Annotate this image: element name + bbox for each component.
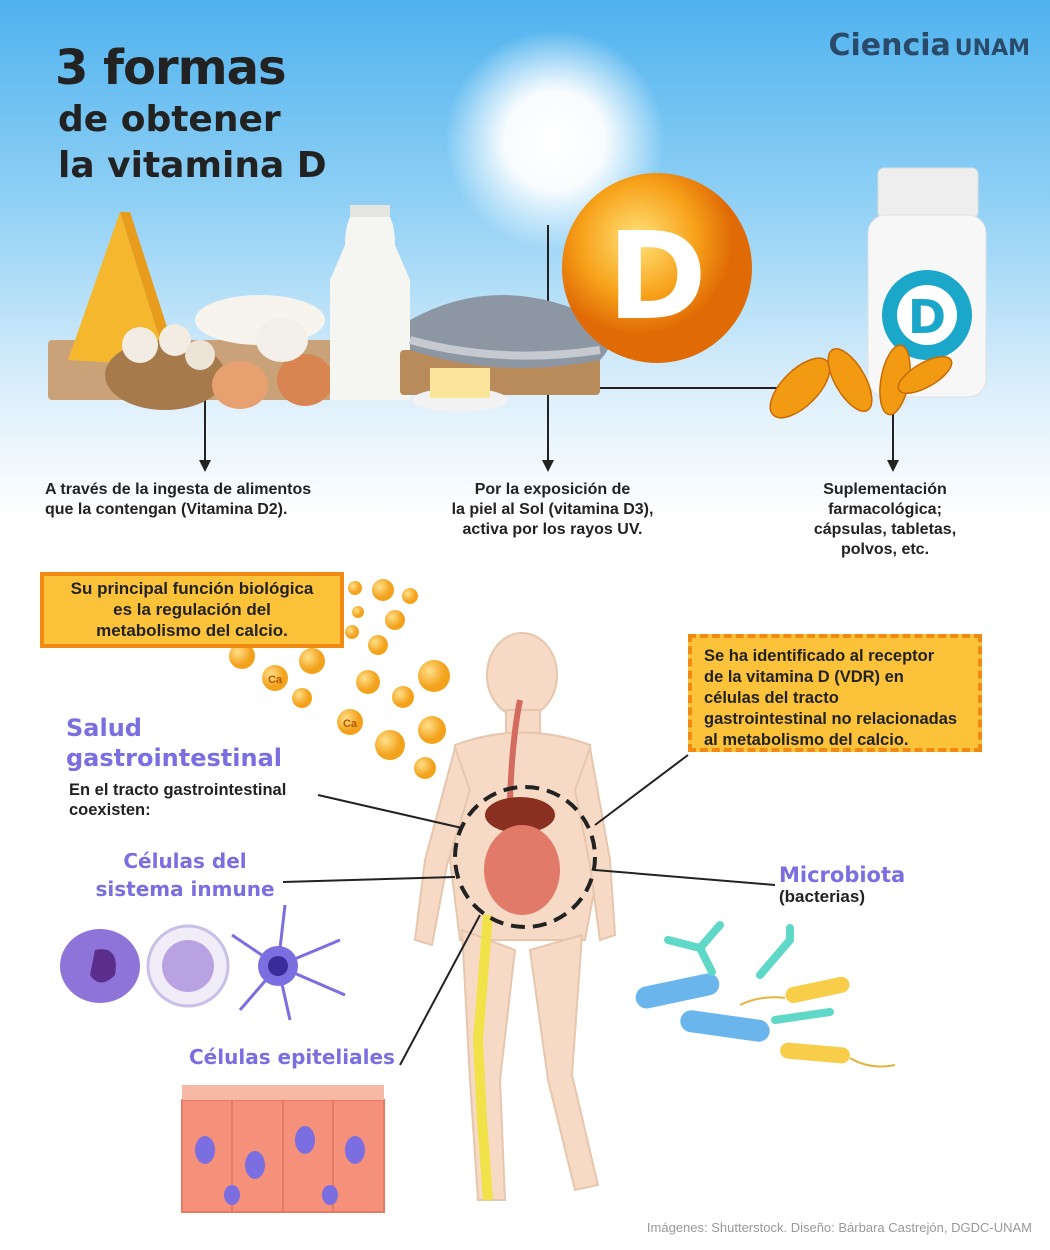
caption-line: farmacológica;: [828, 501, 942, 518]
calcium-label: Ca: [268, 674, 283, 686]
microbiota-title: Microbiota: [779, 863, 906, 887]
heading-line: Salud: [66, 714, 142, 742]
page-title: 3 formas de obtener la vitamina D: [55, 40, 327, 188]
caption-line: activa por los rayos UV.: [462, 521, 643, 538]
label-line: Células del: [123, 849, 247, 873]
callout-line: es la regulación del: [113, 600, 271, 619]
callout-line: células del tracto: [704, 689, 839, 707]
bacteria-illustration: [635, 921, 896, 1068]
title-line: 3 formas: [55, 40, 287, 96]
intestines-icon: [484, 825, 560, 915]
description-line: coexisten:: [69, 801, 151, 819]
sphere-letter: D: [607, 208, 707, 347]
gi-health-heading: Salud gastrointestinal: [66, 713, 282, 773]
epithelial-cells-illustration: [181, 1085, 385, 1213]
label-line: sistema inmune: [95, 877, 275, 901]
vitamin-d-sphere: [562, 173, 752, 363]
gi-health-description: En el tracto gastrointestinal coexisten:: [69, 780, 286, 820]
title-line: de obtener: [58, 99, 281, 140]
immune-cells-label: Células del sistema inmune: [90, 847, 280, 903]
callout-line: Se ha identificado al receptor: [704, 647, 935, 665]
logo-text: Ciencia: [828, 28, 951, 63]
caption-line: Por la exposición de: [474, 481, 631, 498]
callout-line: metabolismo del calcio.: [96, 621, 288, 640]
callout-line: Su principal función biológica: [70, 579, 314, 598]
caption-line: la piel al Sol (vitamina D3),: [451, 501, 654, 518]
heading-line: gastrointestinal: [66, 744, 283, 772]
source-supplement-caption: Suplementación farmacológica; cápsulas, …: [780, 480, 990, 560]
femur-bone-icon: [472, 914, 493, 1201]
callout-line: gastrointestinal no relacionadas: [704, 710, 958, 728]
caption-line: polvos, etc.: [840, 541, 930, 558]
microbiota-label: Microbiota (bacterias): [779, 863, 905, 907]
calcium-label: Ca: [343, 718, 358, 730]
source-sun-caption: Por la exposición de la piel al Sol (vit…: [400, 480, 705, 540]
logo-suffix: UNAM: [954, 36, 1030, 61]
epithelial-cells-label: Células epiteliales: [189, 1045, 395, 1069]
liver-icon: [485, 797, 555, 833]
function-callout: Su principal función biológica es la reg…: [40, 572, 344, 648]
callout-line: al metabolismo del calcio.: [704, 731, 909, 749]
caption-line: Suplementación: [823, 481, 947, 498]
caption-line: A través de la ingesta de alimentos: [45, 481, 312, 498]
bottle-letter: D: [908, 290, 946, 344]
immune-cells-illustration: [60, 904, 346, 1021]
description-line: En el tracto gastrointestinal: [69, 781, 287, 799]
title-line: la vitamina D: [58, 145, 327, 186]
calcium-balls: [229, 579, 450, 779]
caption-line: cápsulas, tabletas,: [813, 521, 957, 538]
gi-tract-highlight: [453, 785, 597, 929]
image-credit: Imágenes: Shutterstock. Diseño: Bárbara …: [646, 1220, 1032, 1235]
microbiota-subtitle: (bacterias): [779, 887, 865, 906]
caption-line: que la contengan (Vitamina D2).: [45, 501, 288, 518]
food-illustration: [48, 205, 610, 412]
callout-line: de la vitamina D (VDR) en: [704, 668, 904, 686]
vdr-callout: Se ha identificado al receptor de la vit…: [688, 634, 982, 752]
source-food-caption: A través de la ingesta de alimentos que …: [45, 480, 311, 520]
capsules-icon: [769, 344, 953, 419]
